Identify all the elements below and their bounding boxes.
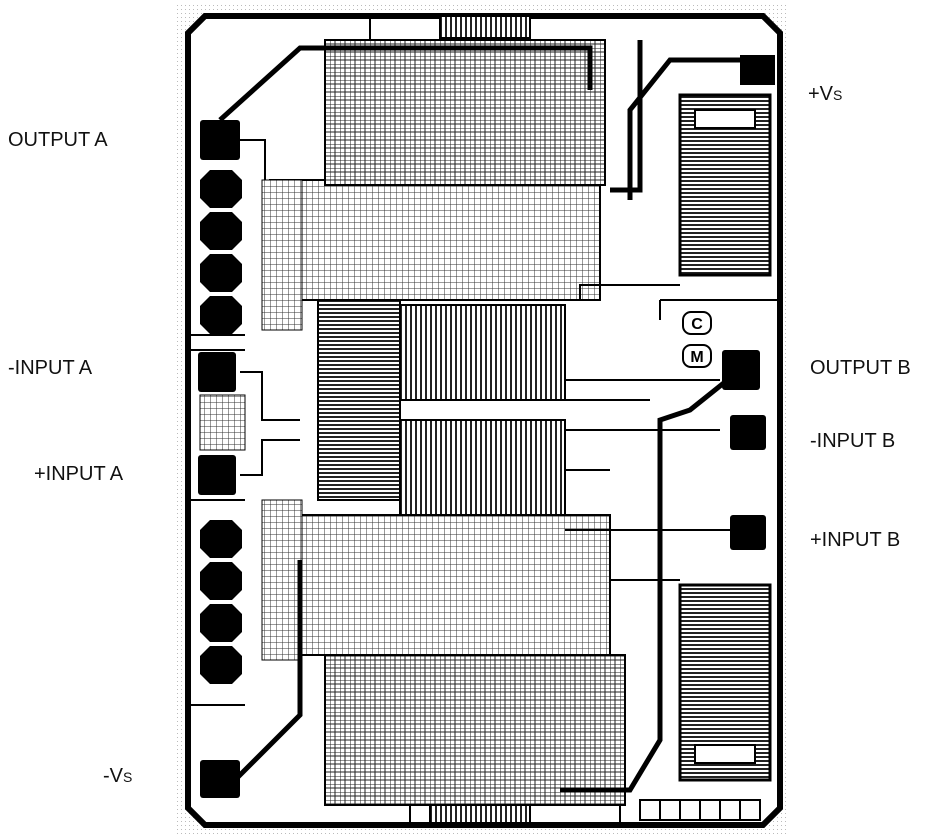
logo-c-frame [682, 311, 712, 335]
pad-nc-4 [200, 296, 242, 334]
logo-m: M [690, 349, 703, 366]
pad-nc-6 [200, 562, 242, 600]
logo-m-frame [682, 344, 712, 368]
input-a-grid [199, 394, 246, 451]
logic-lower [269, 514, 611, 656]
pin-label-input-b-pos: +INPUT B [810, 529, 901, 551]
pad-input-b-pos [730, 515, 766, 550]
pad-input-a-neg [198, 352, 236, 392]
pad-nc-8 [200, 646, 242, 684]
transistor-array-top [399, 304, 566, 401]
stage-bottom-label-box [694, 744, 756, 764]
logic-bottom [324, 654, 626, 806]
pad-nc-2 [200, 212, 242, 250]
top-bar [439, 15, 531, 39]
pin-label-output-a: OUTPUT A [8, 129, 108, 151]
pin-label-input-a-neg: -INPUT A [8, 357, 93, 379]
pin-label-input-b-neg: -INPUT B [810, 430, 896, 452]
logic-top [324, 39, 606, 186]
stage-top-label-box [694, 109, 756, 129]
pad-input-a-pos [198, 455, 236, 495]
signal-traces [188, 16, 780, 825]
pad-output-a [200, 120, 240, 160]
pad-lead-grid-upper [261, 179, 303, 331]
pin-label-vs-pos: +VS [808, 83, 843, 105]
pad-nc-1 [200, 170, 242, 208]
logo-c: C [691, 316, 703, 333]
pad-lead-grid-lower [261, 499, 303, 661]
transistor-array-bottom [399, 419, 566, 516]
pin-label-output-b: OUTPUT B [810, 357, 911, 379]
pin-label-vs-neg: -VS [103, 765, 133, 787]
pad-output-b [722, 350, 760, 390]
pin-label-input-a-pos: +INPUT A [34, 463, 124, 485]
pad-nc-7 [200, 604, 242, 642]
pad-nc-5 [200, 520, 242, 558]
pad-nc-3 [200, 254, 242, 292]
bottom-bar [429, 804, 531, 824]
resistor-array [317, 299, 401, 501]
id-cells [639, 799, 761, 821]
pad-input-b-neg [730, 415, 766, 450]
logic-upper [269, 179, 601, 301]
